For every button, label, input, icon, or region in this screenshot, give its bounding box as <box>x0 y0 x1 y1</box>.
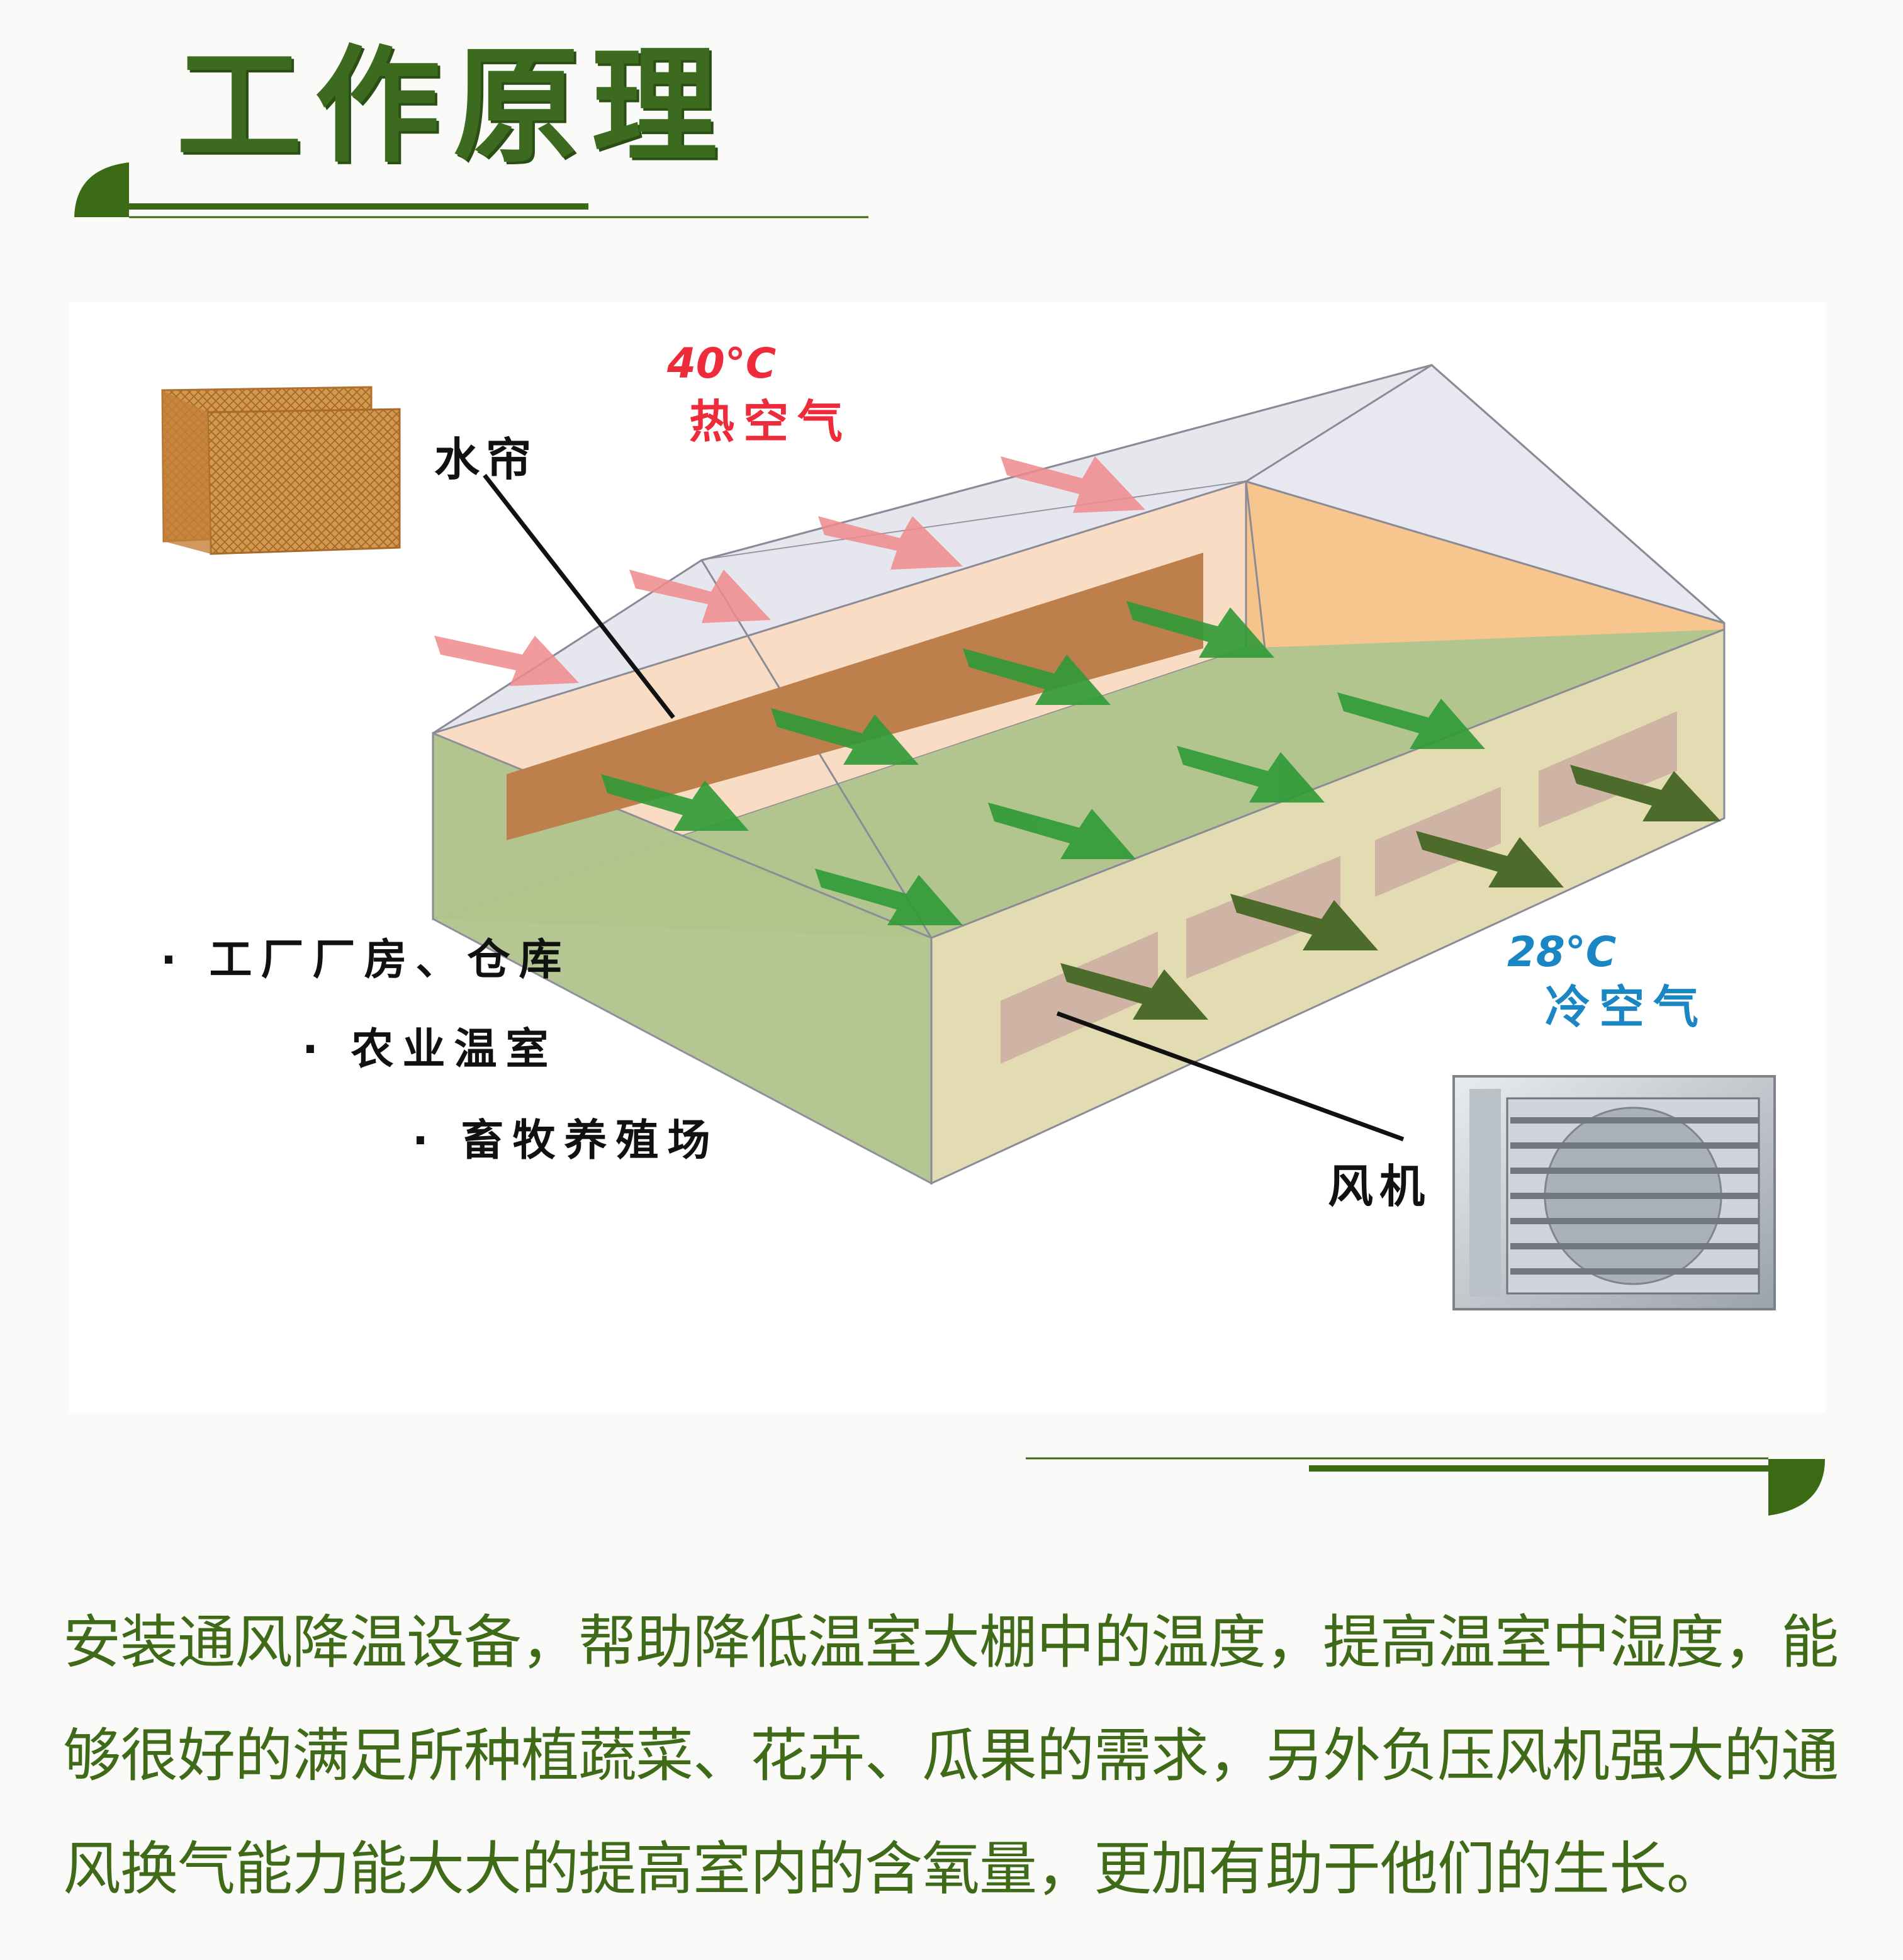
cooling-pad-image <box>161 386 401 555</box>
description-line-3: 风换气能力能大大的提高室内的含氧量，更加有助于他们的生长。 <box>63 1835 1724 1903</box>
fan-pointer <box>1056 1011 1405 1142</box>
water-curtain-pointer <box>483 473 675 719</box>
title-decoration <box>74 162 868 218</box>
application-item-2: · 农业温室 <box>302 1025 558 1074</box>
water-curtain-wall <box>507 553 1203 840</box>
description-line-1: 安装通风降温设备，帮助降低温室大棚中的温度，提高温室中湿度，能 <box>63 1609 1839 1676</box>
bottom-decoration <box>1026 1457 1825 1516</box>
cold-air-temp: 28°C <box>1507 928 1616 976</box>
page-title: 工作原理 <box>176 33 731 180</box>
exhaust-arrows <box>1060 765 1721 1020</box>
application-item-3: · 畜牧养殖场 <box>412 1116 719 1166</box>
airflow-arrows <box>601 601 1485 925</box>
fan-label: 风机 <box>1328 1160 1431 1213</box>
hot-air-label: 热空气 <box>689 395 851 448</box>
cold-air-label: 冷空气 <box>1545 981 1707 1034</box>
water-curtain-label: 水帘 <box>434 433 537 486</box>
description-text: 安装通风降温设备，帮助降低温室大棚中的温度，提高温室中湿度，能 够很好的满足所种… <box>63 1586 1850 1926</box>
description-line-2: 够很好的满足所种植蔬菜、花卉、瓜果的需求，另外负压风机强大的通 <box>63 1722 1839 1789</box>
hot-air-temp: 40°C <box>666 339 776 388</box>
hot-air-arrows <box>434 456 1145 686</box>
application-item-1: · 工厂厂房、仓库 <box>160 935 571 985</box>
exhaust-fan-image <box>1452 1075 1776 1310</box>
